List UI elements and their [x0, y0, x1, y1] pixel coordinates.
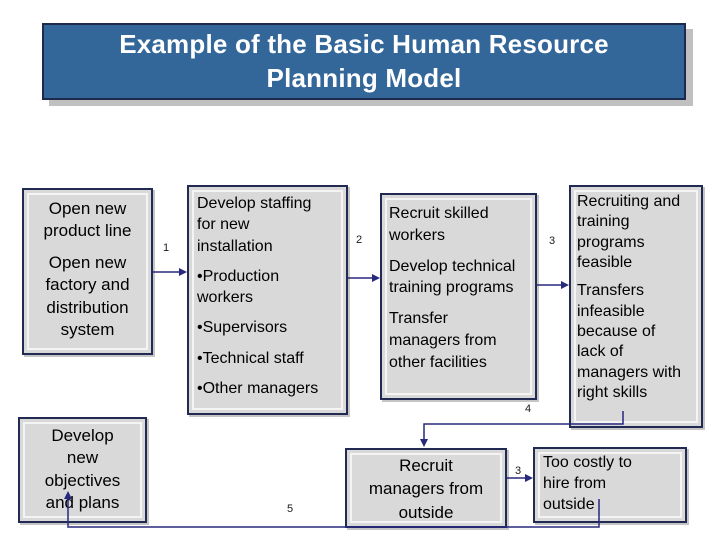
box-paragraph: Recruit skilled workers [389, 205, 489, 244]
flow-box-content: Recruit managers from outside [347, 450, 505, 528]
connector-arrow-2 [348, 274, 380, 282]
connector-label-3b: 3 [514, 465, 522, 477]
connector-label-2: 2 [355, 234, 363, 246]
box-paragraph: •Supervisors [197, 319, 288, 337]
flow-box-develop-staffing: Develop staffing for new installation •P… [187, 185, 348, 415]
box-paragraph: •Other managers [197, 379, 319, 397]
connector-label-3: 3 [548, 235, 556, 247]
flow-box-recruit-skilled-workers: Recruit skilled workers Develop technica… [380, 193, 537, 400]
box-paragraph: Develop technical training programs [389, 257, 516, 297]
box-paragraph: Too costly to hire from outside [543, 454, 632, 513]
box-paragraph: •Production workers [197, 267, 280, 307]
flow-box-recruit-managers-outside: Recruit managers from outside [345, 448, 507, 528]
flow-box-content: Develop staffing for new installation •P… [189, 187, 346, 405]
flow-box-content: Recruiting and training programs feasibl… [571, 187, 701, 408]
connector-arrow-1 [153, 268, 187, 276]
connector-label-5: 5 [286, 503, 294, 515]
box-paragraph: Recruiting and training programs feasibl… [577, 193, 681, 271]
flow-box-content: Recruit skilled workers Develop technica… [382, 195, 535, 381]
slide-title: Example of the Basic Human Resource Plan… [119, 28, 609, 93]
flow-box-open-new-product-line: Open new product line Open new factory a… [22, 188, 153, 355]
flow-box-content: Open new product line Open new factory a… [24, 190, 151, 350]
box-paragraph: Recruit managers from outside [368, 456, 484, 522]
flow-box-content: Too costly to hire from outside [535, 449, 685, 519]
box-paragraph: Develop staffing for new installation [197, 195, 312, 255]
slide-title-banner: Example of the Basic Human Resource Plan… [42, 23, 686, 100]
box-paragraph: Open new product line [43, 199, 132, 241]
flow-box-content: Develop new objectives and plans [20, 419, 145, 521]
box-paragraph: Transfer managers from other facilities [389, 310, 497, 371]
box-paragraph: Open new factory and distribution system [45, 252, 130, 340]
flow-box-recruiting-training-feasible: Recruiting and training programs feasibl… [569, 185, 703, 428]
connector-arrow-3 [537, 281, 569, 289]
flow-box-develop-new-objectives: Develop new objectives and plans [18, 417, 147, 523]
box-paragraph: Develop new objectives and plans [44, 426, 121, 513]
connector-label-4: 4 [524, 403, 532, 415]
box-paragraph: •Technical staff [197, 349, 304, 367]
connector-label-1: 1 [162, 242, 170, 254]
flow-box-too-costly-to-hire: Too costly to hire from outside [533, 447, 687, 523]
box-paragraph: Transfers infeasible because of lack of … [577, 282, 682, 401]
